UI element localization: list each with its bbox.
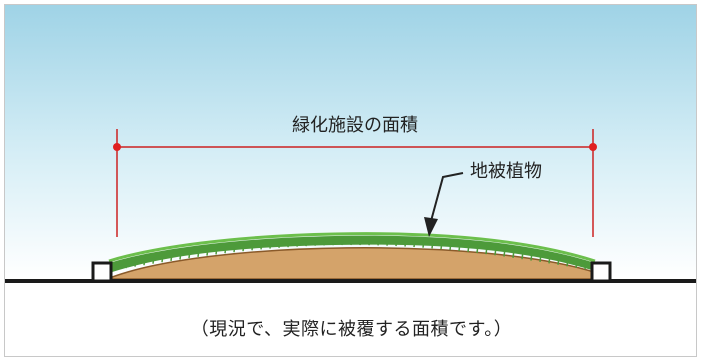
grass-blade [350,236,353,246]
figure-frame: 緑化施設の面積 地被植物 （現況で、実際に被覆する面積です。） [4,4,697,357]
grass-blade [278,239,281,248]
grass-blade [206,247,209,256]
grass-blade [494,247,497,256]
grass-blade [557,256,560,265]
grass-blade [224,245,227,254]
ground-cover-plants [109,235,595,273]
vegetation-label: 地被植物 [470,161,542,182]
grass-blade [179,251,182,260]
grass-blade [152,255,155,264]
grass-blade [341,236,344,246]
grass-blade [584,261,587,270]
grass-blade [566,258,569,267]
grass-blade [503,248,506,257]
vegetation-arrow-head [424,217,438,237]
grass-blade [512,249,515,258]
caption-text: （現況で、実際に被覆する面積です。） [190,319,513,340]
grass-blade [161,254,164,263]
grass-blade [530,252,533,261]
dimension-left-point [113,143,121,151]
grass-blade [332,237,335,246]
grass-blade [377,237,380,246]
grass-blade [458,242,461,252]
grass-blade [143,257,146,266]
grass-blade [188,250,191,259]
grass-blade [233,244,236,253]
grass-blade [485,246,488,255]
grass-blade [449,241,452,251]
grass-blades [116,236,587,270]
grass-blade [314,237,317,246]
soil-mound [106,247,598,280]
grass-blade [368,237,371,246]
grass-blade [575,259,578,268]
left-curb-block [91,261,113,283]
grass-blade [197,248,200,257]
grass-blade [431,240,434,249]
grass-blade [359,236,362,246]
grass-blade [413,238,416,248]
dimension-right-point [589,143,597,151]
grass-blade [125,260,128,269]
ground-cover-highlight [108,232,596,263]
grass-blade [404,238,407,247]
ground-area [5,281,696,356]
greening-area-diagram: 緑化施設の面積 地被植物 [5,5,696,356]
grass-blade [440,241,443,250]
grass-blade [260,241,263,250]
grass-blade [134,258,137,267]
grass-blade [287,239,290,248]
grass-blade [386,237,389,246]
grass-blade [251,242,254,251]
grass-blade [521,251,524,260]
grass-blade [116,261,119,270]
grass-blade [539,253,542,263]
grass-blade [269,240,272,249]
grass-blade [323,237,326,246]
dimension-label: 緑化施設の面積 [292,115,418,136]
grass-blade [476,244,479,254]
grass-blade [296,238,299,247]
grass-blade [467,243,470,253]
grass-blade [422,239,425,248]
vegetation-leader-line [430,172,464,222]
right-curb-block [590,261,612,283]
grass-blade [242,243,245,252]
grass-blade [215,246,218,255]
grass-blade [395,237,398,247]
grass-blade [548,255,551,264]
grass-blade [305,238,308,247]
grass-blade [170,252,173,261]
